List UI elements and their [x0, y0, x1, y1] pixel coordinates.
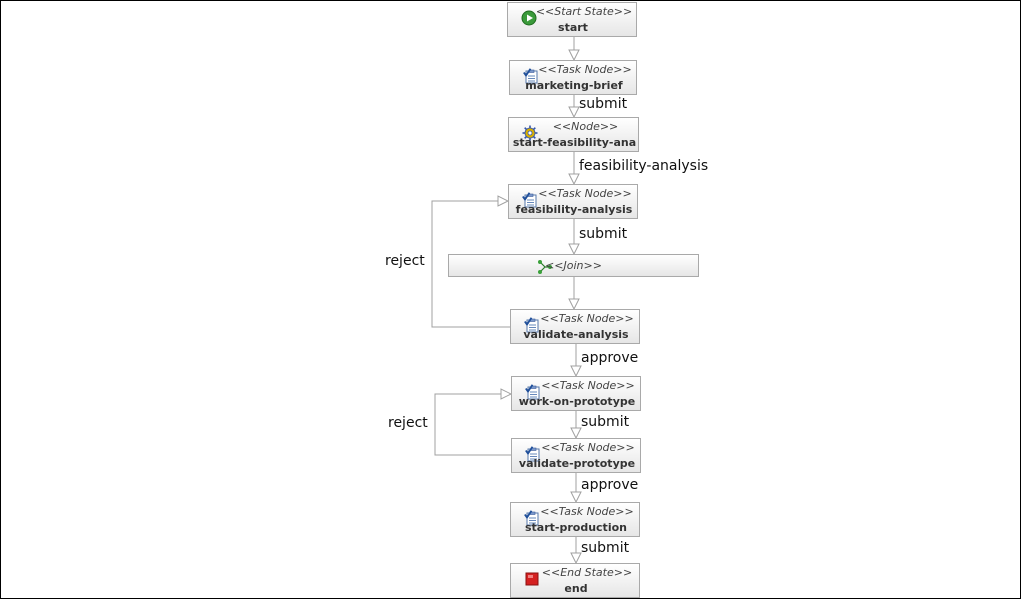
arrowhead	[570, 365, 582, 378]
edge-label-approve: approve	[581, 350, 639, 366]
edge-label-approve: approve	[581, 477, 639, 493]
node-name: start	[558, 21, 588, 34]
gear-icon	[522, 125, 538, 141]
node-stereotype: <<Task Node>>	[541, 379, 635, 392]
start-icon	[521, 10, 537, 26]
node-stereotype: <<Task Node>>	[538, 63, 632, 76]
edge-label-submit: submit	[579, 226, 628, 242]
end-icon	[524, 571, 540, 587]
task-icon	[522, 192, 538, 208]
arrowhead	[568, 106, 580, 119]
task-icon	[525, 446, 541, 462]
edge-label-submit: submit	[581, 414, 630, 430]
arrowhead	[570, 552, 582, 565]
task-icon	[524, 317, 540, 333]
node-stereotype: <<Start State>>	[535, 5, 633, 18]
node-validate-prototype[interactable]: <<Task Node>> validate-prototype	[511, 438, 641, 473]
node-end[interactable]: <<End State>> end	[510, 563, 640, 598]
task-icon	[525, 384, 541, 400]
edge-label-reject: reject	[385, 253, 425, 269]
node-stereotype: <<Task Node>>	[540, 505, 634, 518]
arrowhead	[568, 173, 580, 186]
edge-label-feasibility-analysis: feasibility-analysis	[579, 158, 709, 174]
node-stereotype: <<Task Node>>	[541, 441, 635, 454]
node-feasibility-analysis[interactable]: <<Task Node>> feasibility-analysis	[508, 184, 638, 219]
edge-label-reject: reject	[388, 415, 428, 431]
node-name: feasibility-analysis	[515, 203, 633, 216]
node-work-on-prototype[interactable]: <<Task Node>> work-on-prototype	[511, 376, 641, 411]
node-name: start-feasibility-ana	[512, 136, 637, 149]
arrowhead	[568, 243, 580, 256]
node-name: validate-analysis	[523, 328, 629, 341]
node-name: start-production	[525, 521, 627, 534]
arrowhead	[497, 195, 510, 207]
edge-label-submit: submit	[579, 96, 628, 112]
arrowhead	[570, 427, 582, 440]
node-stereotype: <<Task Node>>	[540, 312, 634, 325]
arrowhead	[568, 49, 580, 62]
node-name: marketing-brief	[525, 79, 623, 92]
node-start-production[interactable]: <<Task Node>> start-production	[510, 502, 640, 537]
node-start-feasibility[interactable]: <<Node>> start-feasibility-ana	[508, 117, 639, 152]
task-icon	[524, 510, 540, 526]
arrowhead	[568, 298, 580, 311]
node-name: work-on-prototype	[518, 395, 636, 408]
node-stereotype: <<Task Node>>	[538, 187, 632, 200]
task-icon	[523, 68, 539, 84]
node-validate-analysis[interactable]: <<Task Node>> validate-analysis	[510, 309, 640, 344]
node-stereotype: <<Join>>	[545, 259, 602, 272]
arrowhead	[500, 388, 513, 400]
node-name: end	[564, 582, 588, 595]
node-stereotype: <<Node>>	[552, 120, 619, 133]
node-marketing-brief[interactable]: <<Task Node>> marketing-brief	[509, 60, 637, 95]
edge-validate-analysis-to-feasibility-analysis[interactable]	[431, 200, 510, 328]
node-start[interactable]: <<Start State>> start	[507, 2, 637, 37]
join-icon	[537, 259, 553, 275]
arrowhead	[570, 491, 582, 504]
edge-validate-prototype-to-work-on-prototype[interactable]	[434, 393, 511, 456]
node-stereotype: <<End State>>	[541, 566, 633, 579]
node-name: validate-prototype	[518, 457, 636, 470]
edge-label-submit: submit	[581, 540, 630, 556]
node-join[interactable]: <<Join>>	[448, 254, 699, 277]
